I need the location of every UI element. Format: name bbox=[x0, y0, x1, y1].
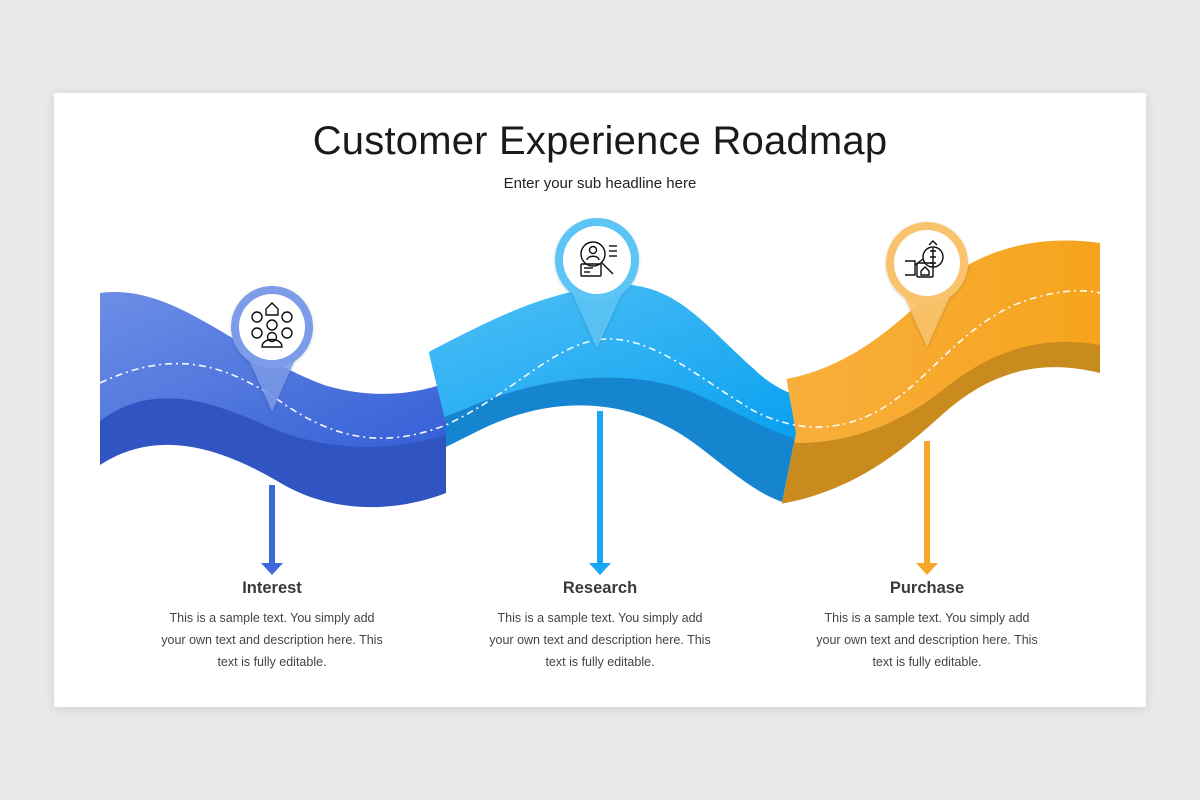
step-purchase: Purchase This is a sample text. You simp… bbox=[807, 579, 1047, 673]
step-text-research: This is a sample text. You simply add yo… bbox=[489, 611, 711, 669]
step-research: Research This is a sample text. You simp… bbox=[480, 579, 720, 673]
step-label-research: Research bbox=[562, 579, 638, 597]
arrow-purchase bbox=[916, 441, 938, 575]
pin-purchase bbox=[886, 222, 968, 347]
money-purchase-icon bbox=[905, 240, 944, 278]
arrow-interest bbox=[261, 485, 283, 575]
step-text-interest: This is a sample text. You simply add yo… bbox=[161, 611, 383, 669]
search-document-icon bbox=[580, 241, 617, 277]
page-subtitle: Enter your sub headline here bbox=[503, 175, 697, 192]
customer-interest-icon bbox=[251, 302, 293, 348]
step-label-interest: Interest bbox=[242, 579, 302, 597]
roadmap-diagram bbox=[99, 218, 1101, 575]
step-text-purchase: This is a sample text. You simply add yo… bbox=[816, 611, 1038, 669]
ribbon-segment-research bbox=[390, 284, 796, 505]
arrow-research bbox=[589, 411, 611, 575]
page-title: Customer Experience Roadmap bbox=[312, 119, 888, 163]
pin-research bbox=[555, 218, 639, 348]
step-label-purchase: Purchase bbox=[889, 579, 965, 597]
step-interest: Interest This is a sample text. You simp… bbox=[152, 579, 392, 673]
slide: Customer Experience Roadmap Enter your s… bbox=[54, 93, 1146, 707]
roadmap-path-line bbox=[99, 290, 1101, 439]
pin-interest bbox=[231, 286, 313, 411]
